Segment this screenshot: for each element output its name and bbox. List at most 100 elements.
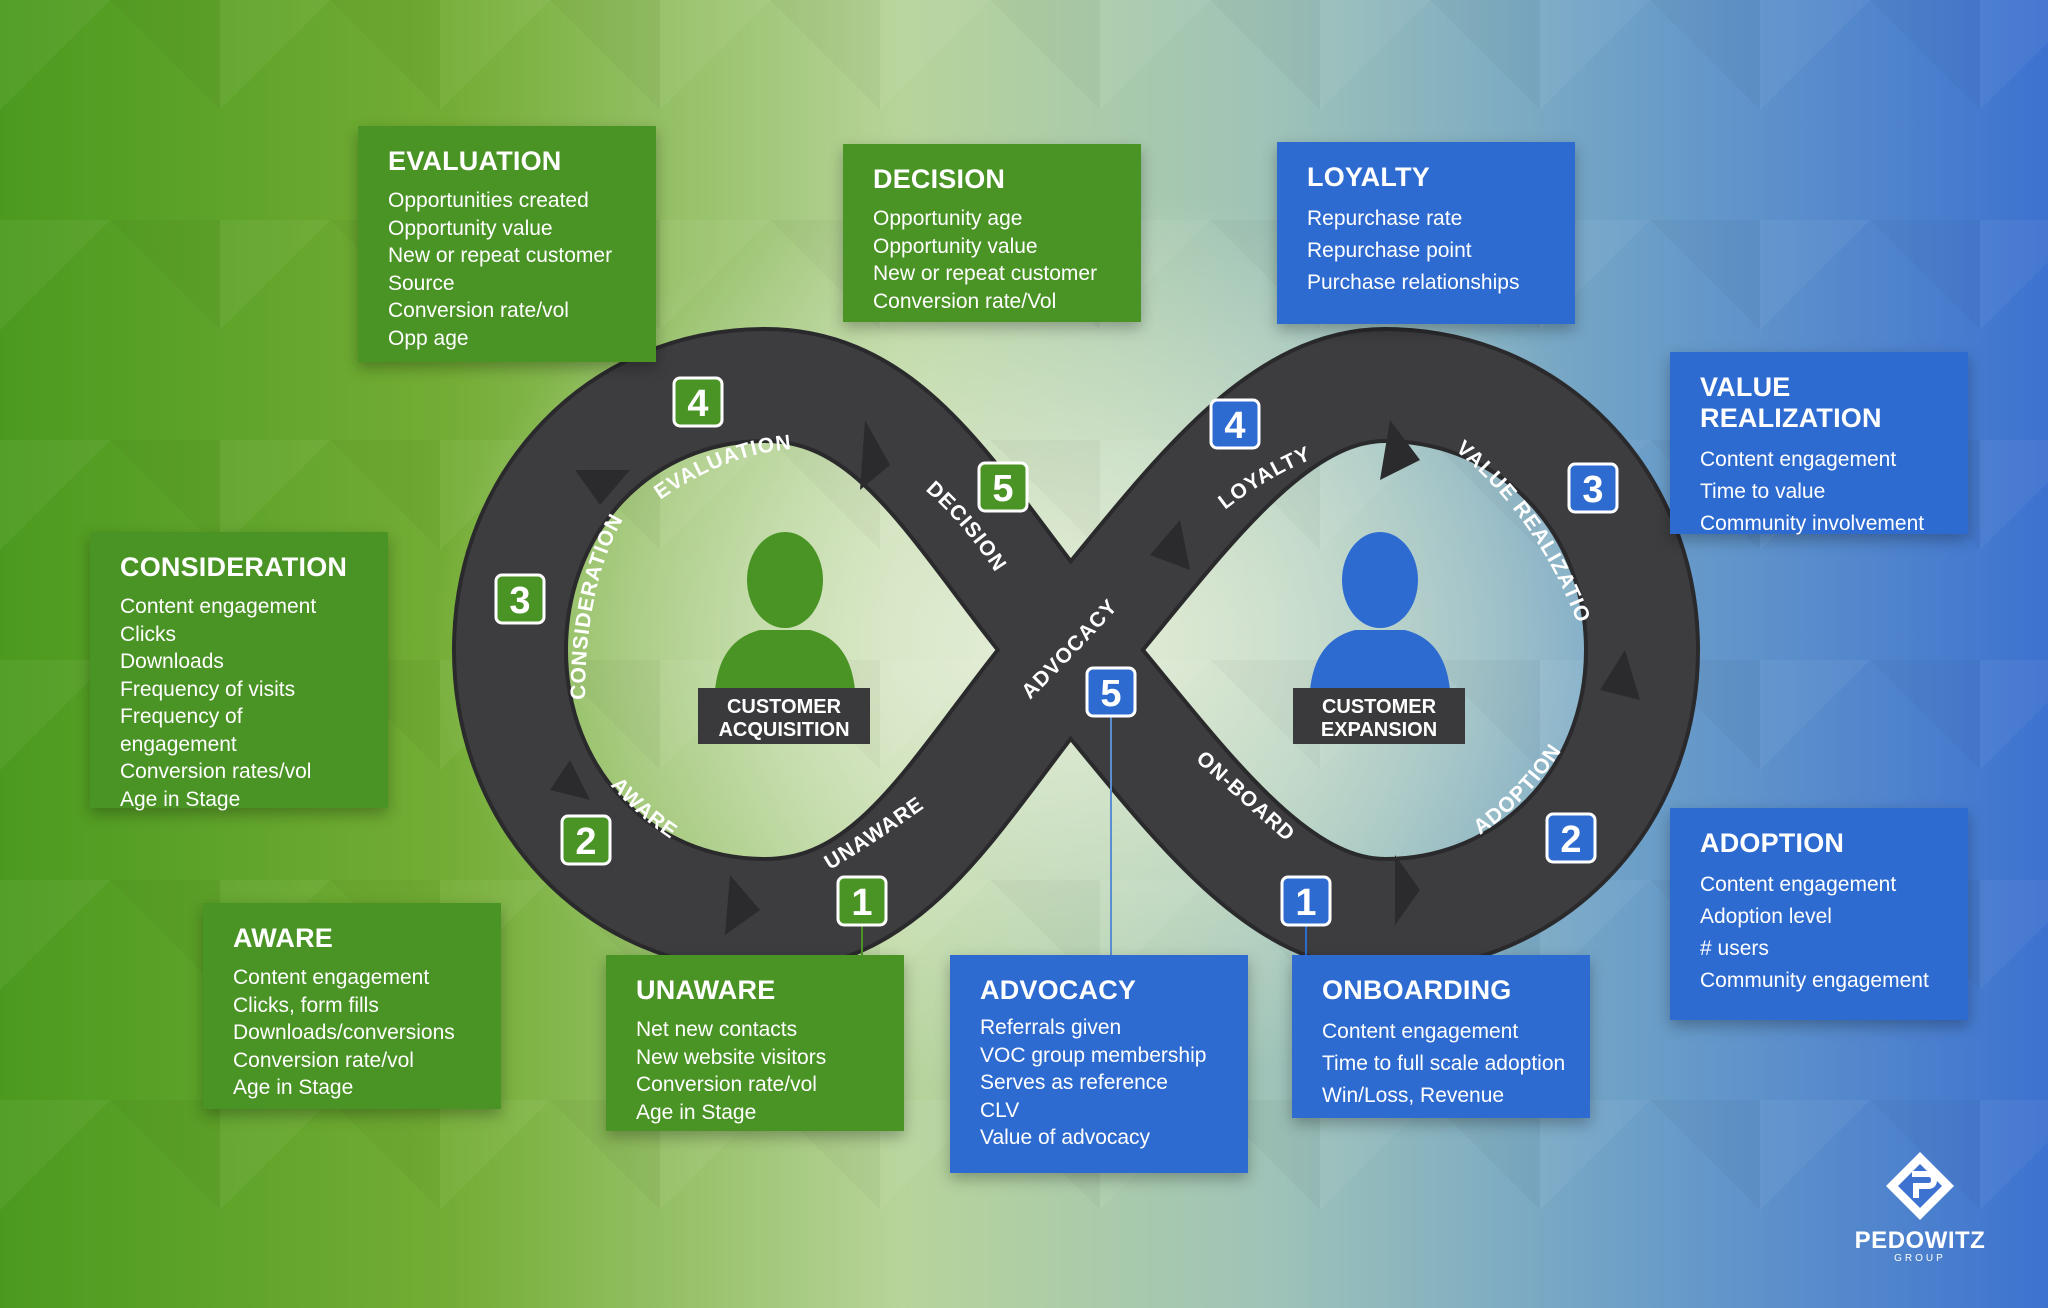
svg-text:3: 3 bbox=[509, 580, 530, 622]
advocacy-item: Referrals given bbox=[980, 1016, 1122, 1039]
svg-text:5: 5 bbox=[992, 468, 1013, 510]
persona-acquisition-icon: CUSTOMER ACQUISITION bbox=[698, 532, 870, 744]
adoption-item: Content engagement bbox=[1700, 873, 1897, 896]
onboarding-title: ONBOARDING bbox=[1322, 975, 1512, 1005]
badge-right-1: 1 bbox=[1280, 875, 1332, 927]
persona-expansion-icon: CUSTOMER EXPANSION bbox=[1293, 532, 1465, 744]
value-realization-item: Community involvement bbox=[1700, 512, 1925, 535]
onboarding-item: Content engagement bbox=[1322, 1020, 1519, 1043]
advocacy-item: Value of advocacy bbox=[980, 1126, 1151, 1149]
svg-text:4: 4 bbox=[687, 383, 708, 425]
aware-item: Downloads/conversions bbox=[233, 1021, 455, 1044]
pedowitz-logo: PEDOWITZ GROUP bbox=[1850, 1150, 1990, 1264]
advocacy-title: ADVOCACY bbox=[980, 975, 1137, 1005]
unaware-box: UNAWARE Net new contacts New website vis… bbox=[606, 955, 904, 1131]
onboarding-item: Time to full scale adoption bbox=[1322, 1052, 1566, 1075]
adoption-item: Adoption level bbox=[1700, 905, 1832, 928]
road-arrows bbox=[550, 420, 1640, 935]
adoption-item: # users bbox=[1700, 937, 1769, 960]
advocacy-item: Serves as reference bbox=[980, 1071, 1168, 1094]
consideration-title: CONSIDERATION bbox=[120, 552, 348, 582]
arrow-chevron bbox=[575, 470, 630, 505]
arrow-chevron bbox=[1600, 650, 1640, 700]
persona-expansion-line2: EXPANSION bbox=[1321, 719, 1437, 741]
unaware-title: UNAWARE bbox=[636, 975, 776, 1005]
loyalty-item: Repurchase point bbox=[1307, 239, 1472, 262]
svg-text:2: 2 bbox=[1560, 819, 1581, 861]
logo-name: PEDOWITZ bbox=[1854, 1227, 1986, 1254]
aware-item: Content engagement bbox=[233, 966, 430, 989]
persona-acquisition-line2: ACQUISITION bbox=[718, 719, 849, 741]
loyalty-box: LOYALTY Repurchase rate Repurchase point… bbox=[1277, 142, 1575, 324]
evaluation-item: Opportunities created bbox=[388, 189, 589, 212]
svg-text:5: 5 bbox=[1100, 673, 1121, 715]
svg-text:2: 2 bbox=[575, 821, 596, 863]
badge-left-4: 4 bbox=[672, 376, 724, 428]
persona-acquisition-line1: CUSTOMER bbox=[727, 696, 842, 718]
infinity-road bbox=[456, 331, 1696, 969]
unaware-item: Net new contacts bbox=[636, 1018, 798, 1041]
advocacy-item: VOC group membership bbox=[980, 1043, 1207, 1067]
arrow-chevron bbox=[1150, 520, 1190, 570]
adoption-title: ADOPTION bbox=[1700, 828, 1845, 858]
evaluation-item: New or repeat customer bbox=[388, 244, 613, 267]
unaware-item: Age in Stage bbox=[636, 1100, 757, 1124]
badge-left-3: 3 bbox=[494, 573, 546, 625]
arrow-chevron bbox=[725, 875, 760, 935]
badge-left-2: 2 bbox=[560, 814, 612, 866]
advocacy-box: ADVOCACY Referrals given VOC group membe… bbox=[950, 955, 1248, 1173]
arrow-chevron bbox=[860, 420, 890, 490]
evaluation-box: EVALUATION Opportunities created Opportu… bbox=[358, 126, 656, 362]
badge-right-4: 4 bbox=[1209, 398, 1261, 450]
consideration-item: Downloads bbox=[120, 650, 224, 673]
onboarding-item: Win/Loss, Revenue bbox=[1322, 1084, 1505, 1107]
decision-box: DECISION Opportunity age Opportunity val… bbox=[843, 144, 1141, 322]
evaluation-item: Opportunity value bbox=[388, 216, 553, 240]
decision-item: Opportunity value bbox=[873, 234, 1038, 258]
consideration-item: Frequency of engagement bbox=[120, 705, 243, 756]
decision-item: Opportunity age bbox=[873, 207, 1023, 230]
svg-text:1: 1 bbox=[851, 882, 872, 924]
consideration-item: Clicks bbox=[120, 622, 176, 646]
decision-item: New or repeat customer bbox=[873, 262, 1098, 285]
unaware-item: Conversion rate/vol bbox=[636, 1073, 817, 1096]
evaluation-title: EVALUATION bbox=[388, 146, 562, 176]
adoption-item: Community engagement bbox=[1700, 969, 1929, 992]
consideration-item: Frequency of visits bbox=[120, 677, 296, 701]
evaluation-item: Source bbox=[388, 271, 455, 295]
aware-box: AWARE Content engagement Clicks, form fi… bbox=[203, 903, 501, 1109]
consideration-item: Age in Stage bbox=[120, 787, 241, 811]
onboarding-box: ONBOARDING Content engagement Time to fu… bbox=[1292, 955, 1590, 1118]
value-realization-item: Time to value bbox=[1700, 480, 1826, 503]
badge-center-5: 5 bbox=[1085, 666, 1137, 718]
advocacy-item: CLV bbox=[980, 1098, 1020, 1122]
pedowitz-logo-icon bbox=[1886, 1152, 1954, 1220]
loyalty-item: Repurchase rate bbox=[1307, 207, 1463, 230]
logo-subtitle: GROUP bbox=[1894, 1253, 1946, 1264]
unaware-item: New website visitors bbox=[636, 1045, 827, 1069]
loyalty-item: Purchase relationships bbox=[1307, 271, 1520, 294]
consideration-item: Conversion rates/vol bbox=[120, 760, 312, 783]
decision-title: DECISION bbox=[873, 164, 1006, 194]
badge-right-2: 2 bbox=[1545, 812, 1597, 864]
value-realization-title: VALUE REALIZATION bbox=[1700, 372, 1882, 433]
evaluation-item: Opp age bbox=[388, 326, 469, 350]
aware-item: Conversion rate/vol bbox=[233, 1048, 414, 1072]
value-realization-box: VALUE REALIZATION Content engagement Tim… bbox=[1670, 352, 1968, 535]
loyalty-title: LOYALTY bbox=[1307, 162, 1430, 192]
svg-text:4: 4 bbox=[1224, 405, 1245, 447]
evaluation-item: Conversion rate/vol bbox=[388, 299, 569, 322]
aware-title: AWARE bbox=[233, 923, 334, 953]
consideration-box: CONSIDERATION Content engagement Clicks … bbox=[90, 532, 388, 811]
adoption-box: ADOPTION Content engagement Adoption lev… bbox=[1670, 808, 1968, 1020]
arrow-chevron bbox=[550, 760, 590, 800]
aware-item: Age in Stage bbox=[233, 1076, 354, 1099]
svg-text:3: 3 bbox=[1582, 469, 1603, 511]
decision-item: Conversion rate/Vol bbox=[873, 289, 1057, 313]
persona-expansion-line1: CUSTOMER bbox=[1322, 696, 1437, 718]
arrow-chevron bbox=[1380, 420, 1420, 480]
value-realization-item: Content engagement bbox=[1700, 448, 1897, 471]
svg-text:1: 1 bbox=[1295, 882, 1316, 924]
arrow-chevron bbox=[1395, 855, 1420, 925]
consideration-item: Content engagement bbox=[120, 595, 317, 618]
